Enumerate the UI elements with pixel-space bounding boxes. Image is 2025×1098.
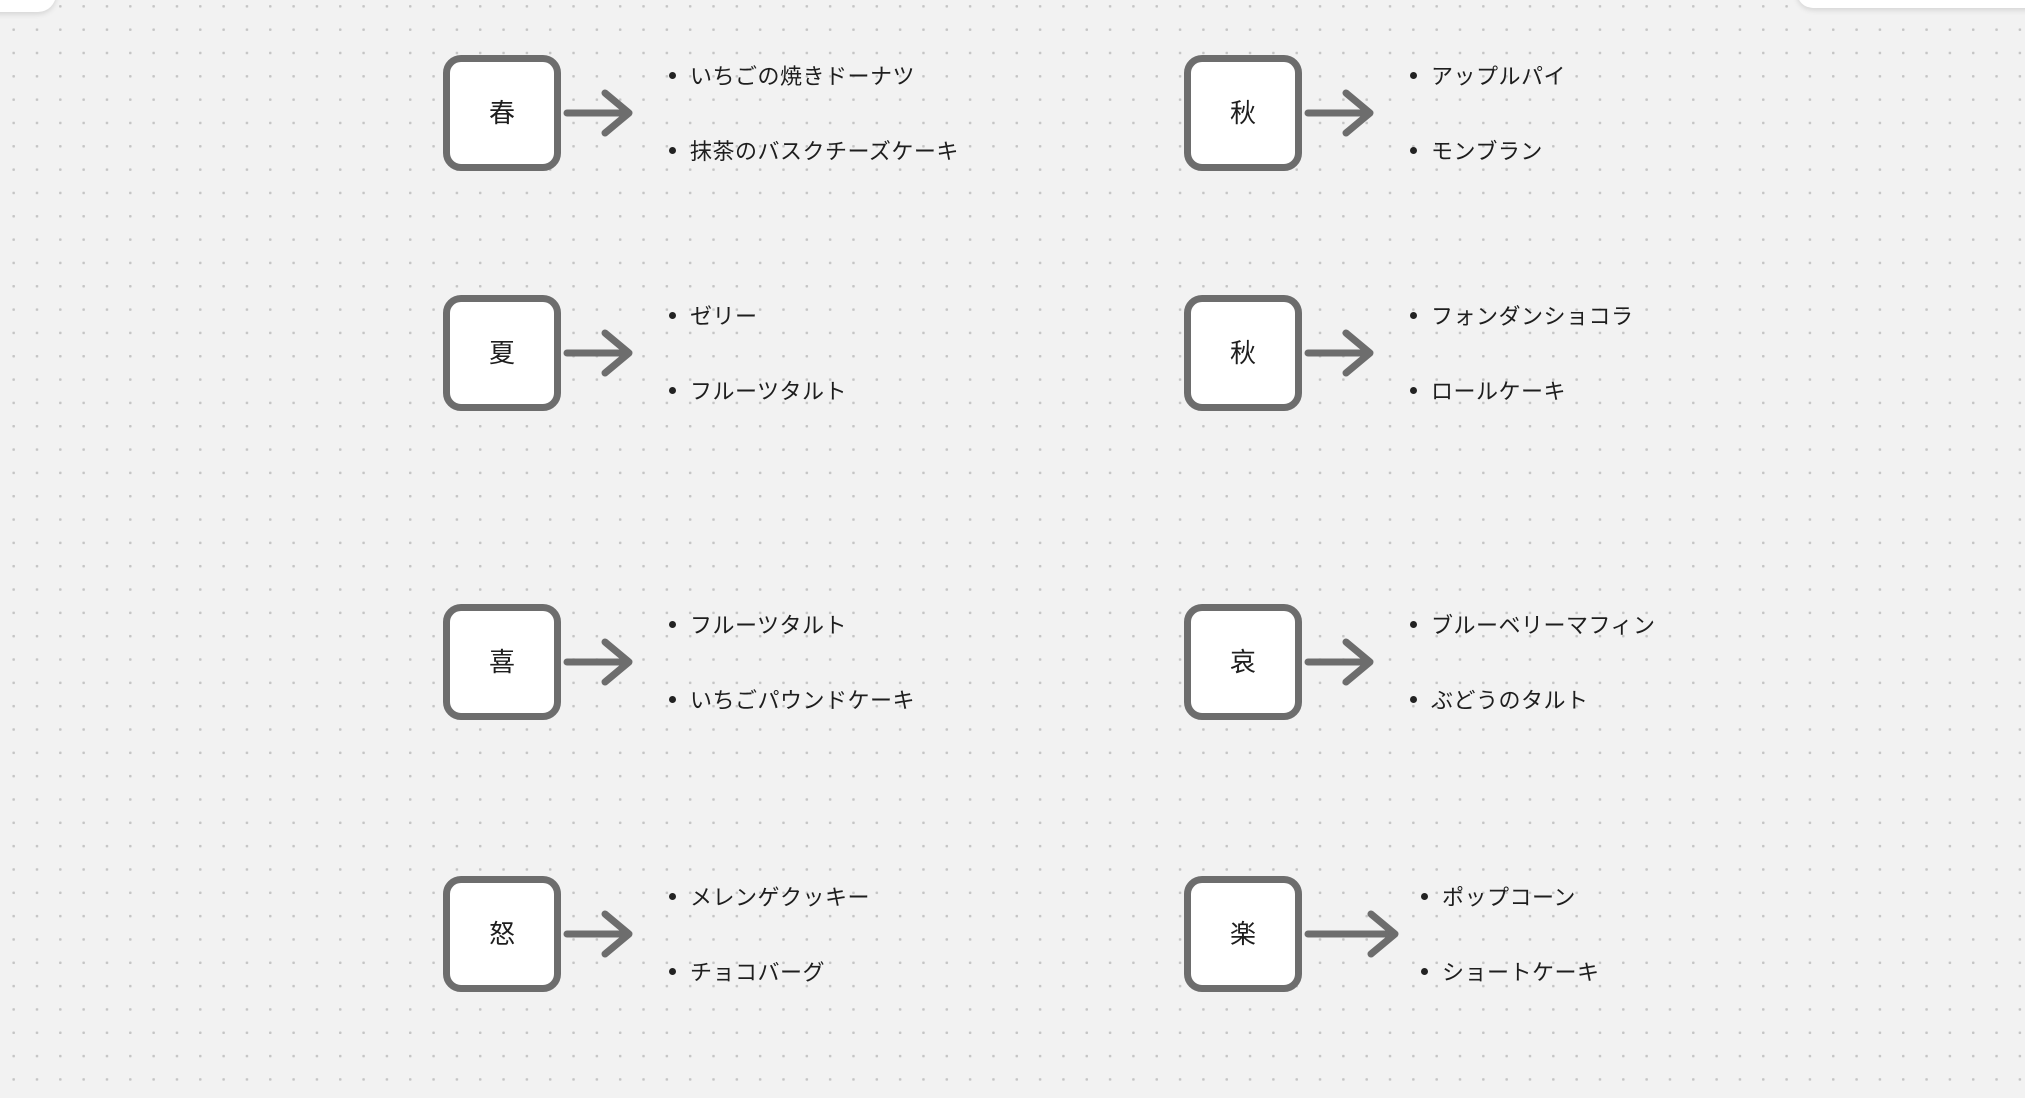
list-item-text: メレンゲクッキー	[690, 885, 871, 910]
list-item-text: フルーツタルト	[690, 379, 848, 404]
arrow-connector[interactable]	[561, 604, 641, 720]
list-item-text: ポップコーン	[1442, 885, 1576, 910]
list-item[interactable]: ショートケーキ	[1421, 956, 1600, 986]
bullet-dot	[669, 892, 676, 900]
list-item-text: いちごの焼きドーナツ	[690, 64, 916, 89]
list-item[interactable]: メレンゲクッキー	[669, 881, 870, 911]
bullet-list: フルーツタルト いちごパウンドケーキ	[669, 604, 915, 714]
list-item-text: ゼリー	[690, 304, 758, 329]
bullet-list: ポップコーン ショートケーキ	[1421, 876, 1600, 986]
node-label: 楽	[1229, 919, 1256, 949]
list-item-text: フォンダンショコラ	[1431, 304, 1634, 329]
bullet-list: アップルパイ モンブラン	[1410, 55, 1566, 165]
node-label: 秋	[1229, 338, 1256, 368]
diagram-group-summer: 夏 ゼリー フルーツタルト	[443, 295, 847, 411]
bullet-dot	[669, 386, 676, 394]
list-item[interactable]: ブルーベリーマフィン	[1410, 609, 1656, 639]
shape-node-pleasure[interactable]: 楽	[1184, 876, 1302, 992]
diagram-group-anger: 怒 メレンゲクッキー チョコバーグ	[443, 876, 870, 992]
arrow-connector[interactable]	[561, 55, 641, 171]
shape-node-spring[interactable]: 春	[443, 55, 561, 171]
list-item-text: モンブラン	[1431, 139, 1543, 164]
list-item[interactable]: ゼリー	[669, 300, 847, 330]
diagram-group-autumn-2: 秋 フォンダンショコラ ロールケーキ	[1184, 295, 1634, 411]
bullet-list: ゼリー フルーツタルト	[669, 295, 847, 405]
toolbar-fragment-top-right	[1797, 0, 2025, 8]
shape-node-joy[interactable]: 喜	[443, 604, 561, 720]
list-item-text: ショートケーキ	[1442, 960, 1600, 985]
bullet-dot	[1410, 386, 1417, 394]
bullet-dot	[1421, 892, 1428, 900]
diagram-group-sorrow: 哀 ブルーベリーマフィン ぶどうのタルト	[1184, 604, 1656, 720]
list-item[interactable]: いちごの焼きドーナツ	[669, 60, 959, 90]
shape-node-autumn-1[interactable]: 秋	[1184, 55, 1302, 171]
list-item[interactable]: アップルパイ	[1410, 60, 1566, 90]
list-item-text: いちごパウンドケーキ	[690, 688, 916, 713]
list-item[interactable]: フォンダンショコラ	[1410, 300, 1634, 330]
arrow-connector[interactable]	[1302, 295, 1382, 411]
node-label: 喜	[488, 647, 515, 677]
bullet-dot	[1410, 620, 1417, 628]
shape-node-autumn-2[interactable]: 秋	[1184, 295, 1302, 411]
list-item[interactable]: 抹茶のバスクチーズケーキ	[669, 135, 959, 165]
node-label: 秋	[1229, 98, 1256, 128]
bullet-list: いちごの焼きドーナツ 抹茶のバスクチーズケーキ	[669, 55, 959, 165]
diagram-group-spring: 春 いちごの焼きドーナツ 抹茶のバスクチーズケーキ	[443, 55, 959, 171]
bullet-dot	[1410, 146, 1417, 154]
list-item-text: 抹茶のバスクチーズケーキ	[690, 139, 959, 164]
arrow-connector[interactable]	[561, 876, 641, 992]
diagram-group-joy: 喜 フルーツタルト いちごパウンドケーキ	[443, 604, 915, 720]
node-label: 怒	[488, 919, 515, 949]
bullet-dot	[669, 311, 676, 319]
list-item[interactable]: ポップコーン	[1421, 881, 1600, 911]
bullet-dot	[669, 620, 676, 628]
list-item[interactable]: ぶどうのタルト	[1410, 684, 1656, 714]
list-item[interactable]: いちごパウンドケーキ	[669, 684, 915, 714]
list-item-text: アップルパイ	[1431, 64, 1567, 89]
bullet-dot	[669, 695, 676, 703]
diagram-group-pleasure: 楽 ポップコーン ショートケーキ	[1184, 876, 1600, 992]
bullet-dot	[669, 146, 676, 154]
toolbar-fragment-top-left	[0, 0, 56, 12]
arrow-connector[interactable]	[1302, 604, 1382, 720]
node-label: 哀	[1229, 647, 1256, 677]
shape-node-sorrow[interactable]: 哀	[1184, 604, 1302, 720]
list-item[interactable]: フルーツタルト	[669, 609, 915, 639]
bullet-dot	[1410, 311, 1417, 319]
list-item-text: ぶどうのタルト	[1431, 688, 1589, 713]
list-item[interactable]: モンブラン	[1410, 135, 1566, 165]
list-item[interactable]: フルーツタルト	[669, 375, 847, 405]
arrow-connector[interactable]	[1302, 55, 1382, 171]
shape-node-anger[interactable]: 怒	[443, 876, 561, 992]
list-item-text: フルーツタルト	[690, 613, 848, 638]
arrow-connector[interactable]	[561, 295, 641, 411]
node-label: 夏	[488, 338, 515, 368]
shape-node-summer[interactable]: 夏	[443, 295, 561, 411]
bullet-list: フォンダンショコラ ロールケーキ	[1410, 295, 1634, 405]
bullet-list: ブルーベリーマフィン ぶどうのタルト	[1410, 604, 1656, 714]
bullet-dot	[1410, 71, 1417, 79]
list-item[interactable]: ロールケーキ	[1410, 375, 1634, 405]
list-item[interactable]: チョコバーグ	[669, 956, 870, 986]
node-label: 春	[488, 98, 515, 128]
bullet-list: メレンゲクッキー チョコバーグ	[669, 876, 870, 986]
diagram-group-autumn-1: 秋 アップルパイ モンブラン	[1184, 55, 1566, 171]
list-item-text: ロールケーキ	[1431, 379, 1567, 404]
bullet-dot	[1421, 967, 1428, 975]
list-item-text: チョコバーグ	[690, 960, 826, 985]
bullet-dot	[1410, 695, 1417, 703]
arrow-connector[interactable]	[1302, 876, 1407, 992]
bullet-dot	[669, 967, 676, 975]
bullet-dot	[669, 71, 676, 79]
list-item-text: ブルーベリーマフィン	[1431, 613, 1656, 638]
